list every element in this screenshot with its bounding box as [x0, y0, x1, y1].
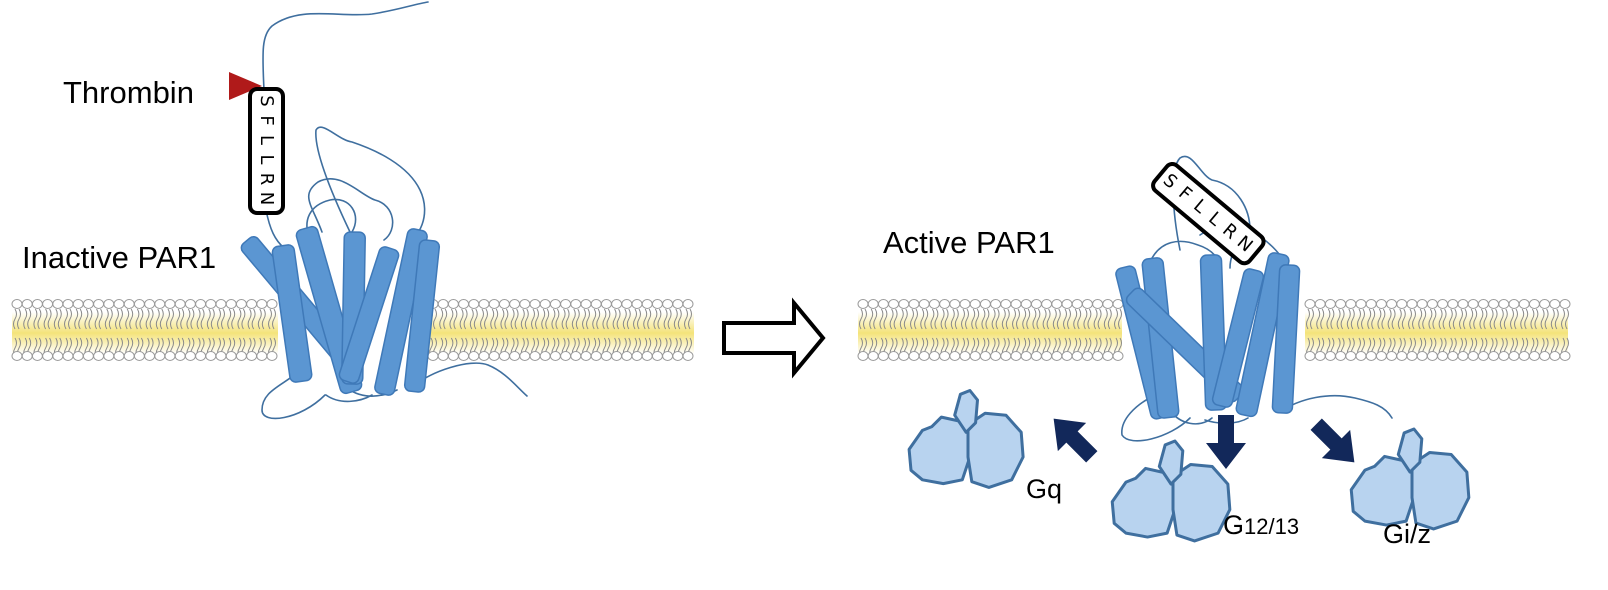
peptide-letter: R [256, 173, 277, 186]
peptide-letter: L [256, 135, 277, 145]
transmembrane-helices [240, 225, 441, 396]
giz-label: Gi/z [1383, 519, 1431, 549]
n-terminal-tail [262, 1, 429, 91]
gq-label: Gq [1026, 474, 1062, 504]
g1213-main: G [1223, 510, 1244, 540]
thrombin-label: Thrombin [63, 75, 194, 110]
active-c-terminal-tail [1279, 394, 1393, 419]
helix-6 [374, 228, 428, 396]
helix-7 [403, 239, 441, 393]
peptide-letter: F [256, 115, 277, 125]
signal-arrow-gq [1053, 418, 1098, 463]
helix-2 [271, 244, 313, 383]
membrane-left-a [11, 299, 278, 361]
giz-protein [1349, 427, 1471, 531]
signal-arrow-giz [1310, 418, 1355, 463]
peptide-letter: S [256, 95, 277, 106]
membrane-left-b [427, 299, 694, 361]
active-par1-label: Active PAR1 [883, 225, 1055, 260]
signal-arrows [1053, 415, 1355, 469]
signal-arrow-g1213 [1206, 415, 1246, 469]
lipid-bilayers [11, 299, 1571, 361]
hollow-right-arrow-icon [722, 297, 826, 379]
active-transmembrane-helices [1115, 252, 1301, 420]
c-terminal-tail [414, 362, 528, 397]
g1213-subscript: 12/13 [1244, 514, 1299, 539]
thrombin-cleavage-marker [229, 72, 262, 100]
peptide-letter: N [256, 192, 277, 205]
lipid-heads [1304, 299, 1571, 361]
active-helix-7 [1271, 264, 1301, 414]
g1213-protein [1110, 439, 1232, 543]
active-helix-5 [1211, 268, 1265, 408]
lipid-heads [857, 299, 1124, 361]
gq-protein [907, 388, 1025, 489]
peptide-letter: L [256, 154, 277, 164]
active-helix-6 [1235, 252, 1290, 418]
helix-5 [338, 246, 400, 384]
membrane-right-a [857, 299, 1124, 361]
lipid-heads [427, 299, 694, 361]
inactive-par1-label: Inactive PAR1 [22, 240, 216, 275]
membrane-right-b [1304, 299, 1571, 361]
g1213-label: G12/13 [1223, 510, 1299, 540]
lipid-heads [11, 299, 278, 361]
g-proteins [907, 388, 1471, 543]
